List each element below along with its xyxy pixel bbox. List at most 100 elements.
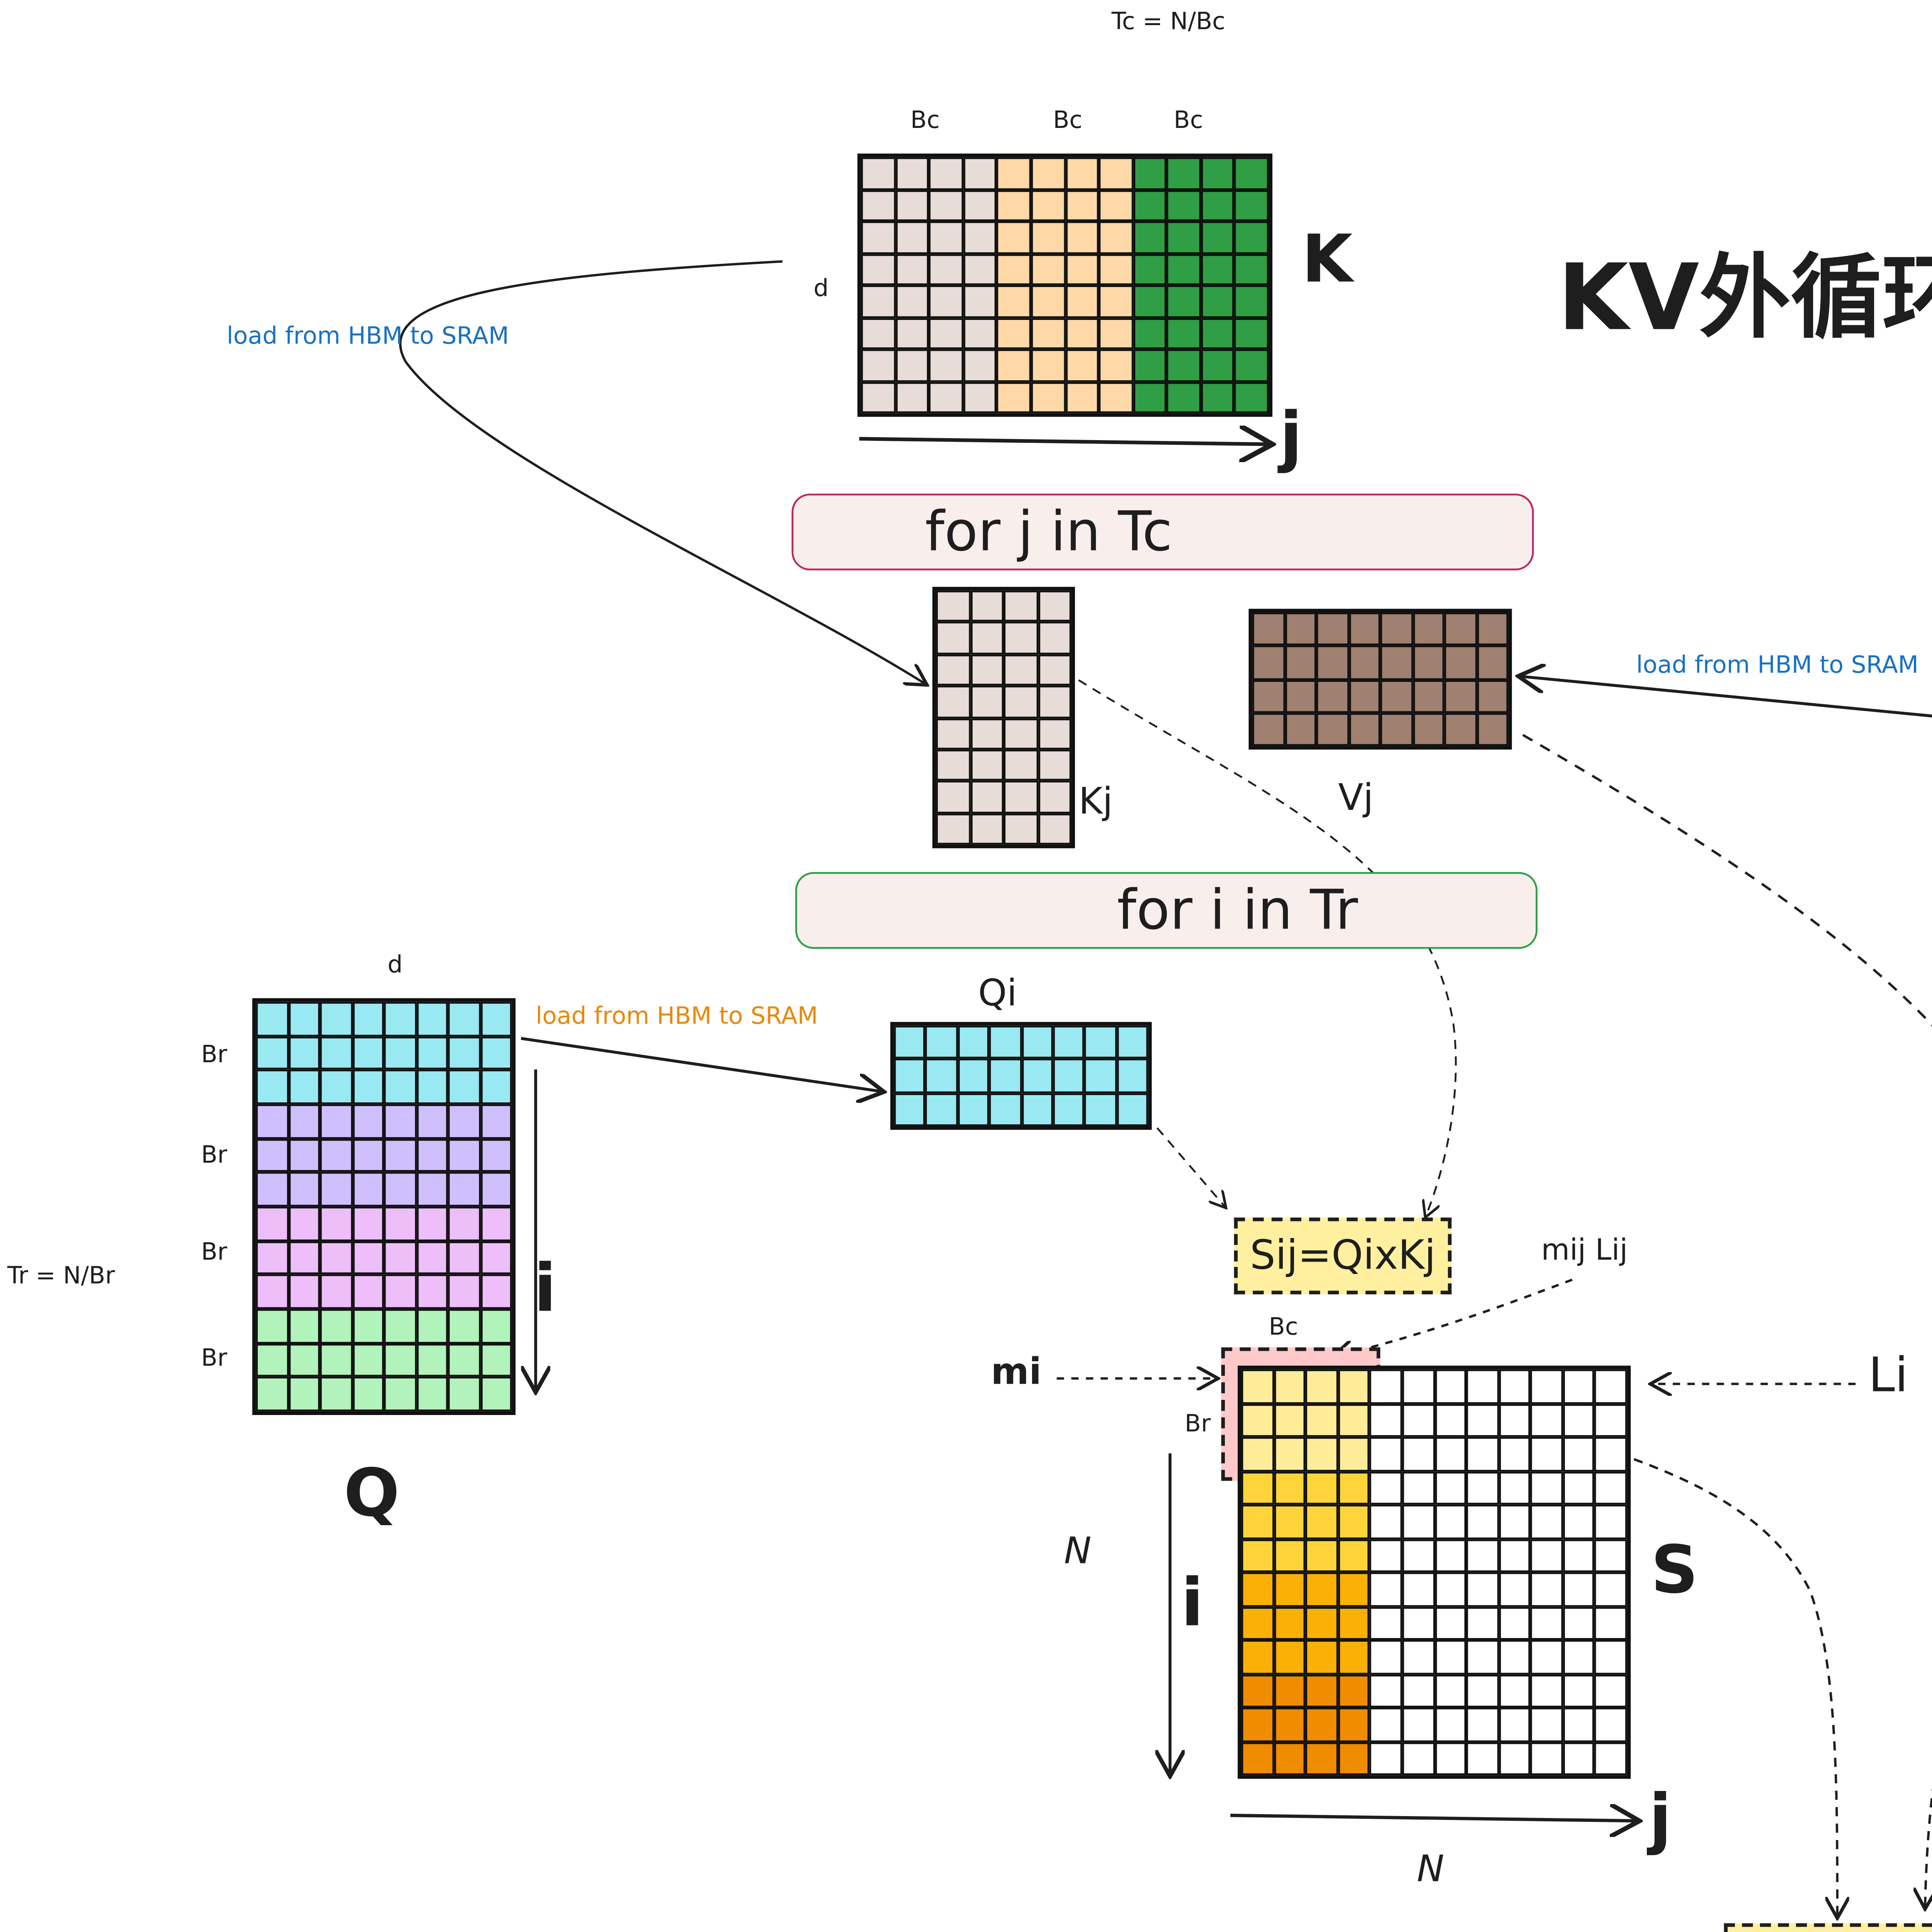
matrix-cell xyxy=(448,1240,480,1275)
matrix-cell xyxy=(1466,1403,1499,1437)
matrix-cell xyxy=(969,622,1004,654)
s-matrix-name: S xyxy=(1651,1534,1699,1609)
v-to-vj-arrow xyxy=(1521,677,1932,718)
matrix-cell xyxy=(1037,781,1071,813)
matrix-cell xyxy=(352,1275,384,1309)
matrix-cell xyxy=(384,1036,416,1070)
kj-to-sij-arrow xyxy=(1078,679,1457,1216)
matrix-cell xyxy=(1167,253,1201,286)
matrix-cell xyxy=(1133,189,1167,221)
matrix-cell xyxy=(1241,1673,1274,1708)
matrix-cell xyxy=(895,381,929,413)
matrix-cell xyxy=(1476,713,1509,746)
matrix-cell xyxy=(1595,1708,1627,1742)
matrix-cell xyxy=(416,1275,448,1309)
matrix-cell xyxy=(1116,1026,1148,1059)
matrix-cell xyxy=(1338,1369,1370,1403)
matrix-cell xyxy=(1531,1369,1563,1403)
matrix-cell xyxy=(1099,381,1133,413)
matrix-cell xyxy=(1531,1673,1563,1708)
matrix-cell xyxy=(1003,749,1038,781)
q-block-label-2: Br xyxy=(201,1143,227,1170)
matrix-cell xyxy=(1563,1708,1595,1742)
matrix-cell xyxy=(1116,1059,1148,1093)
matrix-cell xyxy=(957,1026,990,1059)
matrix-cell xyxy=(1037,622,1071,654)
matrix-cell xyxy=(1099,285,1133,317)
matrix-cell xyxy=(256,1002,288,1036)
matrix-cell xyxy=(256,1206,288,1241)
matrix-cell xyxy=(963,317,997,349)
matrix-cell xyxy=(1305,1708,1338,1742)
matrix-cell xyxy=(448,1309,480,1343)
matrix-cell xyxy=(894,1059,926,1093)
matrix-cell xyxy=(929,157,963,189)
matrix-cell xyxy=(1402,1741,1434,1776)
matrix-cell xyxy=(1412,679,1444,713)
matrix-cell xyxy=(963,189,997,221)
matrix-cell xyxy=(1338,1437,1370,1471)
matrix-cell xyxy=(895,285,929,317)
matrix-cell xyxy=(1476,612,1509,646)
matrix-cell xyxy=(1370,1437,1402,1471)
matrix-cell xyxy=(1348,679,1381,713)
inner-loop-box: for i in Tr xyxy=(795,872,1538,949)
matrix-cell xyxy=(1273,1741,1306,1776)
matrix-cell xyxy=(352,1036,384,1070)
matrix-cell xyxy=(1305,1639,1338,1674)
matrix-cell xyxy=(861,253,895,286)
matrix-cell xyxy=(1412,612,1444,646)
matrix-cell xyxy=(1235,381,1269,413)
matrix-cell xyxy=(448,1172,480,1207)
matrix-cell xyxy=(1305,1673,1338,1708)
matrix-cell xyxy=(1563,1606,1595,1640)
matrix-cell xyxy=(480,1104,512,1138)
matrix-cell xyxy=(352,1377,384,1412)
matrix-cell xyxy=(1412,713,1444,746)
matrix-cell xyxy=(1370,1639,1402,1674)
matrix-cell xyxy=(929,349,963,381)
matrix-cell xyxy=(1444,612,1476,646)
matrix-cell xyxy=(1241,1538,1274,1572)
mi-label: mi xyxy=(991,1349,1042,1393)
matrix-cell xyxy=(925,1059,958,1093)
matrix-cell xyxy=(1235,253,1269,286)
kj-label: Kj xyxy=(1078,779,1113,823)
s-bc-label: Bc xyxy=(1269,1314,1298,1342)
matrix-cell xyxy=(963,349,997,381)
matrix-cell xyxy=(1595,1606,1627,1640)
s-n-row-label: N xyxy=(1064,1528,1092,1572)
matrix-cell xyxy=(969,813,1004,845)
s-j-axis-arrow xyxy=(1230,1815,1636,1821)
matrix-cell xyxy=(352,1138,384,1173)
matrix-cell xyxy=(448,1070,480,1104)
matrix-cell xyxy=(963,381,997,413)
matrix-cell xyxy=(1498,1606,1531,1640)
matrix-cell xyxy=(1412,646,1444,679)
matrix-cell xyxy=(957,1059,990,1093)
matrix-cell xyxy=(963,253,997,286)
matrix-cell xyxy=(1466,1673,1499,1708)
matrix-cell xyxy=(1241,1639,1274,1674)
matrix-cell xyxy=(1133,381,1167,413)
matrix-cell xyxy=(1370,1504,1402,1539)
load-label-v: load from HBM to SRAM xyxy=(1636,653,1919,680)
matrix-cell xyxy=(1466,1538,1499,1572)
matrix-cell xyxy=(1133,221,1167,253)
outer-loop-label: for j in Tc xyxy=(925,500,1173,564)
matrix-cell xyxy=(384,1343,416,1378)
matrix-cell xyxy=(1531,1572,1563,1606)
matrix-cell xyxy=(1305,1538,1338,1572)
matrix-cell xyxy=(1065,285,1099,317)
k-block-label-2: Bc xyxy=(1053,108,1083,136)
matrix-cell xyxy=(1099,221,1133,253)
matrix-cell xyxy=(1370,1708,1402,1742)
matrix-cell xyxy=(1116,1092,1148,1126)
matrix-cell xyxy=(1370,1403,1402,1437)
matrix-cell xyxy=(1201,157,1235,189)
matrix-cell xyxy=(352,1309,384,1343)
matrix-cell xyxy=(384,1172,416,1207)
load-label-k: load from HBM to SRAM xyxy=(226,323,509,351)
matrix-cell xyxy=(288,1036,320,1070)
